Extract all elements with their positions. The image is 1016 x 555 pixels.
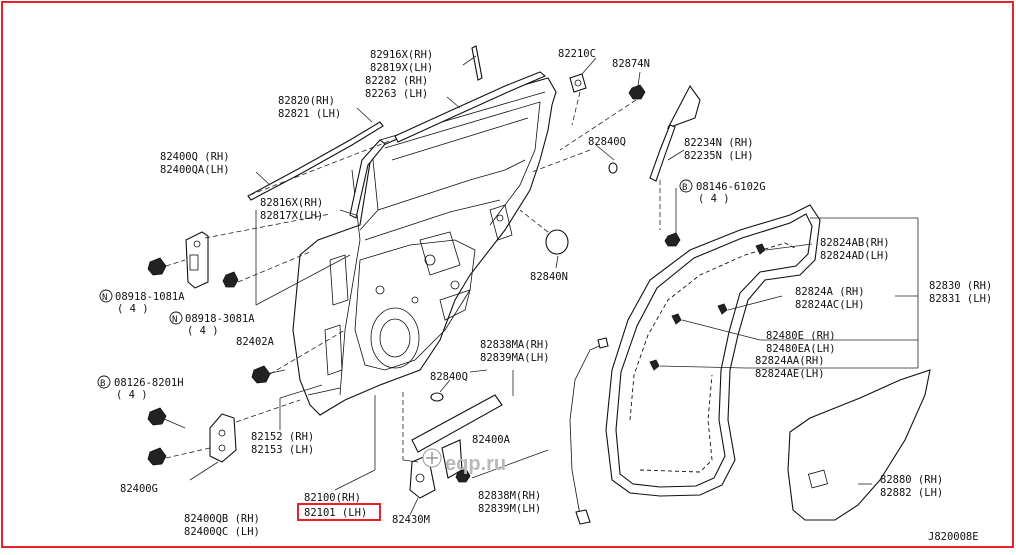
door-panel bbox=[292, 77, 557, 416]
nut-right-upper bbox=[222, 271, 239, 288]
lock-cable bbox=[569, 343, 605, 516]
label-82400g: 82400G bbox=[120, 483, 158, 495]
leader-lines bbox=[165, 55, 919, 516]
nut-82874n bbox=[628, 84, 646, 100]
label-82839ma: 82839MA(LH) bbox=[480, 352, 550, 364]
label-08918-3081a: 08918-3081A bbox=[185, 313, 255, 325]
door-check-82400a bbox=[411, 394, 503, 479]
corner-glass bbox=[666, 84, 701, 130]
label-82400a: 82400A bbox=[472, 434, 511, 446]
svg-text:B: B bbox=[100, 379, 105, 389]
bolt-08126 bbox=[147, 407, 186, 429]
label-82152: 82152 (RH) bbox=[251, 431, 314, 443]
label-82824a: 82824A (RH) bbox=[795, 286, 865, 298]
label-82882: 82882 (LH) bbox=[880, 487, 943, 499]
label-82830: 82830 (RH) bbox=[929, 280, 992, 292]
label-82210c: 82210C bbox=[558, 48, 596, 60]
label-08126-qty: ( 4 ) bbox=[116, 389, 148, 401]
highlight-box-82101 bbox=[297, 503, 381, 521]
label-82874n: 82874N bbox=[612, 58, 650, 70]
label-82402a: 82402A bbox=[236, 336, 275, 348]
label-82838m: 82838M(RH) bbox=[478, 490, 541, 502]
svg-text:B: B bbox=[682, 183, 687, 193]
clip-82480e bbox=[671, 313, 682, 325]
nut-82400g bbox=[147, 447, 167, 466]
label-82840n: 82840N bbox=[530, 271, 568, 283]
upper-strip bbox=[471, 45, 483, 81]
label-82831: 82831 (LH) bbox=[929, 293, 992, 305]
lower-hinge bbox=[209, 413, 237, 463]
clip-82824a bbox=[717, 303, 728, 315]
bolt-08146 bbox=[664, 232, 681, 247]
outer-molding bbox=[394, 71, 547, 143]
sash-channel bbox=[649, 124, 676, 182]
svg-text:N: N bbox=[102, 293, 107, 303]
lock-cable-end bbox=[575, 509, 591, 525]
label-82283: 82263 (LH) bbox=[365, 88, 428, 100]
label-82400qb: 82400QB (RH) bbox=[184, 513, 260, 525]
label-82824ae: 82824AE(LH) bbox=[755, 368, 825, 380]
label-82919x: 82819X(LH) bbox=[370, 62, 433, 74]
label-82400qa: 82400QA(LH) bbox=[160, 164, 230, 176]
sash-strip bbox=[349, 139, 386, 219]
marker-b-2: B bbox=[679, 179, 693, 193]
label-82101: 82101 (LH) bbox=[304, 507, 367, 519]
label-82100: 82100(RH) bbox=[304, 492, 361, 504]
label-82840q-top: 82840Q bbox=[588, 136, 626, 148]
label-82916x: 82916X(RH) bbox=[370, 49, 433, 61]
label-82153: 82153 (LH) bbox=[251, 444, 314, 456]
diagram-id: J820008E bbox=[928, 531, 979, 543]
label-82820: 82820(RH) bbox=[278, 95, 335, 107]
door-weatherstrip bbox=[605, 204, 821, 497]
label-82282: 82282 (RH) bbox=[365, 75, 428, 87]
label-08146-qty: ( 4 ) bbox=[698, 193, 730, 205]
marker-b-1: B bbox=[97, 375, 111, 389]
clip-82824ab bbox=[755, 243, 766, 255]
label-82817x: 82817X(LH) bbox=[260, 210, 323, 222]
belt-molding-strip bbox=[247, 121, 384, 201]
plug-82840q-top bbox=[608, 162, 618, 174]
label-82400q: 82400Q (RH) bbox=[160, 151, 230, 163]
label-82824aa: 82824AA(RH) bbox=[755, 355, 825, 367]
marker-n-2: N bbox=[169, 311, 183, 325]
label-82234n: 82234N (RH) bbox=[684, 137, 754, 149]
label-82824ab: 82824AB(RH) bbox=[820, 237, 890, 249]
label-08918-3081a-qty: ( 4 ) bbox=[187, 325, 219, 337]
marker-n-1: N bbox=[99, 289, 113, 303]
label-82235n: 82235N (LH) bbox=[684, 150, 754, 162]
label-08126: 08126-8201H bbox=[114, 377, 184, 389]
watermark: eqp.ru bbox=[422, 448, 506, 475]
label-82480e: 82480E (RH) bbox=[766, 330, 836, 342]
lock-cable-top bbox=[597, 337, 609, 349]
plug-82840q-mid bbox=[430, 392, 444, 402]
watermark-text: eqp.ru bbox=[445, 453, 506, 475]
label-82430m: 82430M bbox=[392, 514, 430, 526]
nut-left-upper bbox=[147, 257, 167, 276]
label-08918-1081a: 08918-1081A bbox=[115, 291, 185, 303]
trim-clip bbox=[807, 469, 829, 489]
label-82839m: 82839M(LH) bbox=[478, 503, 541, 515]
label-82816x: 82816X(RH) bbox=[260, 197, 323, 209]
label-82824ad: 82824AD(LH) bbox=[820, 250, 890, 262]
cap-82840n bbox=[545, 229, 569, 255]
svg-text:N: N bbox=[172, 315, 177, 325]
label-82838ma: 82838MA(RH) bbox=[480, 339, 550, 351]
door-trim-cover bbox=[787, 369, 931, 521]
label-82824ac: 82824AC(LH) bbox=[795, 299, 865, 311]
label-82400qc: 82400QC (LH) bbox=[184, 526, 260, 538]
label-08146: 08146-6102G bbox=[696, 181, 766, 193]
label-82821: 82821 (LH) bbox=[278, 108, 341, 120]
label-82880: 82880 (RH) bbox=[880, 474, 943, 486]
upper-hinge bbox=[185, 231, 209, 289]
label-82840q-mid: 82840Q bbox=[430, 371, 468, 383]
grommet-82210c bbox=[569, 73, 587, 93]
label-08918-1081a-qty: ( 4 ) bbox=[117, 303, 149, 315]
bolt-82402a bbox=[251, 365, 286, 384]
clip-82824aa bbox=[649, 359, 660, 371]
label-82480ea: 82480EA(LH) bbox=[766, 343, 836, 355]
